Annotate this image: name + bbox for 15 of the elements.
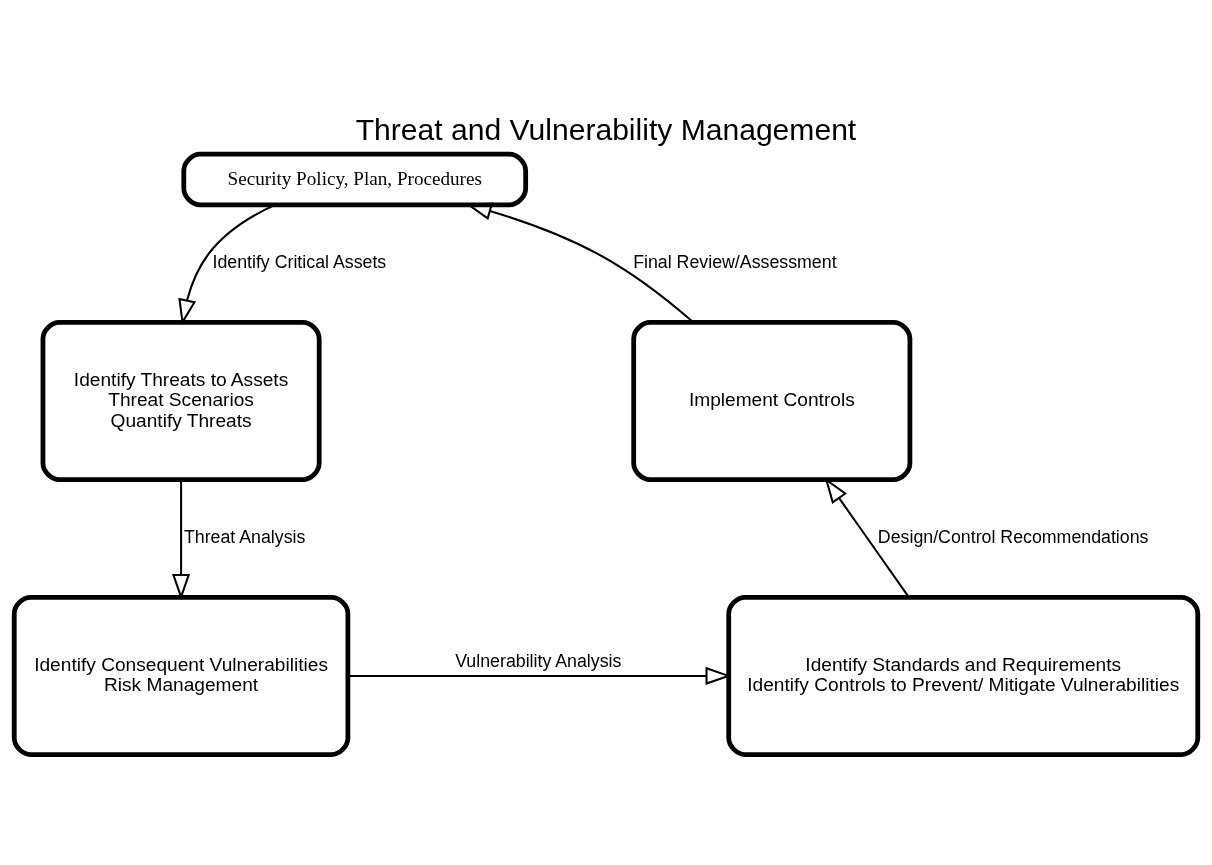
edge-label: Threat Analysis	[183, 527, 306, 548]
arrow	[171, 480, 191, 600]
edge-label: Identify Critical Assets	[212, 252, 387, 273]
edge-label: Design/Control Recommendations	[877, 527, 1149, 548]
edge-label: Vulnerability Analysis	[455, 650, 622, 671]
edge-label: Final Review/Assessment	[633, 252, 837, 273]
node-box: Implement Controls	[631, 320, 913, 483]
arrow	[347, 666, 732, 685]
node-box: Security Policy, Plan, Procedures	[181, 151, 529, 208]
diagram-title: Threat and Vulnerability Management	[355, 113, 857, 147]
node-box: Identify Threats to Assets Threat Scenarios Quantify Threats	[40, 320, 322, 483]
node-box: Identify Standards and Requirements Identify Controls to Prevent/ Mitigate Vulnerabilities	[726, 594, 1201, 757]
arrow	[824, 477, 910, 598]
arrow	[178, 203, 276, 326]
node-box: Identify Consequent Vulnerabilities Risk Management	[11, 594, 351, 757]
